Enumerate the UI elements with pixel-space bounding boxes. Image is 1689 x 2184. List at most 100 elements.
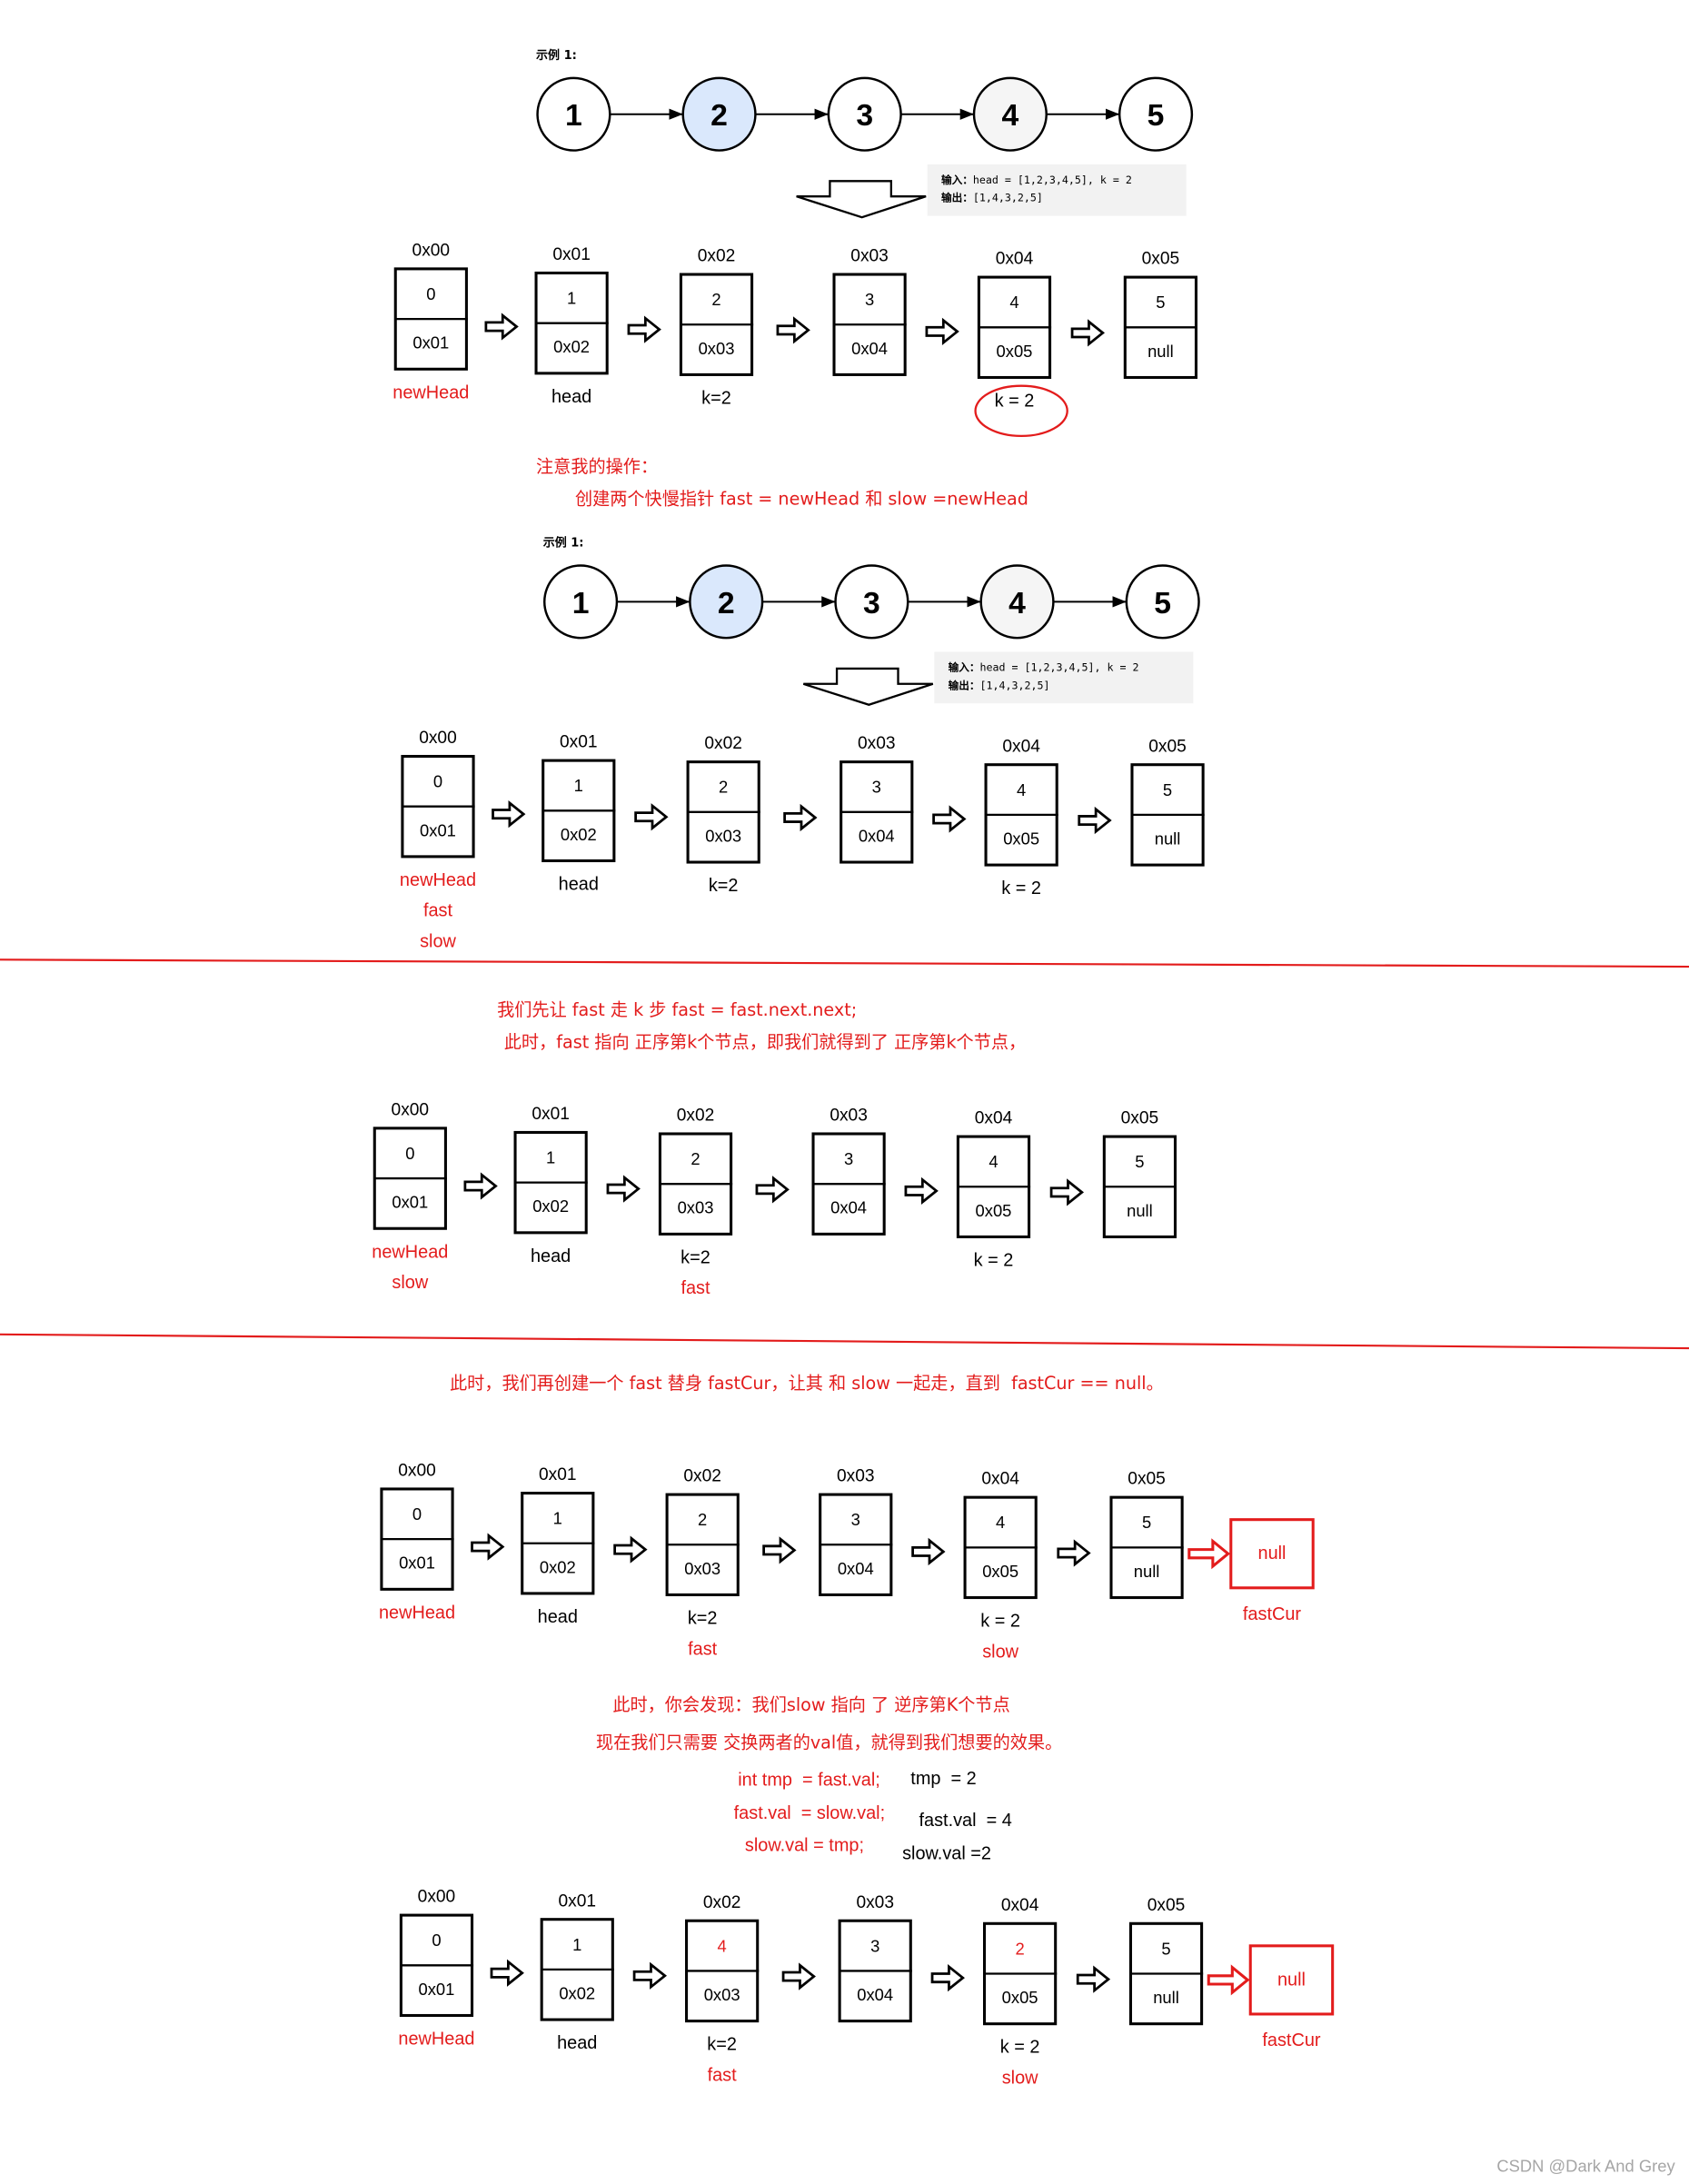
io-output-label: 输出： [941,192,973,204]
circle-node [972,76,1048,152]
node-next: 0x05 [1003,829,1039,848]
next-pointer-arrow-icon [932,805,967,833]
null-box [1229,1518,1315,1590]
node-address: 0x01 [560,733,598,752]
node-next: null [1148,342,1174,361]
node-value: 5 [1142,1513,1151,1532]
node-value: 2 [1015,1939,1024,1958]
down-arrow-icon [802,667,934,706]
pointer-label: k=2 [701,388,731,408]
next-pointer-arrow-icon [1076,1965,1111,1993]
node-address: 0x04 [996,250,1034,269]
next-pointer-arrow-icon [755,1176,790,1204]
node-address: 0x03 [856,1893,894,1912]
next-pointer-arrow-icon [904,1176,939,1205]
circle-node-value: 1 [572,586,590,620]
example-label: 示例 1: [543,535,584,550]
node-next: 0x05 [982,1562,1018,1581]
linked-list-1: 0x0000x01newHead0x0110x02head0x0220x03k=… [392,241,1198,438]
node-next: 0x04 [859,826,895,845]
node-next: 0x02 [540,1557,576,1576]
node-value: 3 [872,778,881,797]
node-value: 1 [567,289,576,308]
circle-node [834,564,909,640]
next-pointer-arrow-icon [911,1537,946,1566]
fastcur-label: fastCur [1243,1604,1302,1624]
node-value: 0 [405,1144,414,1163]
node-value: 3 [844,1149,853,1168]
io-output-line: 输出：[1,4,3,2,5] [949,679,1050,691]
node-next: 0x02 [553,337,590,356]
pointer-label: k = 2 [980,1612,1020,1632]
code-result-tmp: tmp = 2 [910,1769,976,1789]
section-divider [0,958,1689,968]
fastcur-label: fastCur [1262,2030,1321,2050]
next-pointer-arrow-icon [781,1962,816,1990]
node-value: 4 [989,1152,998,1171]
circle-node [681,76,757,152]
next-pointer-arrow-icon [634,803,669,831]
io-output-value: [1,4,3,2,5] [973,192,1043,204]
io-input-value: head = [1,2,3,4,5], k = 2 [980,660,1139,673]
circle-node-value: 2 [710,98,728,133]
pointer-label: newHead [379,1603,455,1623]
node-next: null [1134,1562,1160,1581]
node-value: 2 [691,1149,700,1168]
lists-layer: 0x0000x01newHead0x0110x02head0x0220x03k=… [372,241,1335,2088]
node-address: 0x02 [683,1467,721,1486]
example-label: 示例 1: [536,48,577,63]
null-value: null [1277,1970,1306,1990]
pointer-label: head [551,387,591,407]
node-address: 0x03 [858,734,896,753]
circle-node [1125,564,1200,640]
list-node: 0x03 3 0x04 [840,734,914,864]
node-value: 1 [546,1148,555,1167]
node-value: 5 [1135,1152,1144,1171]
pointer-label: head [538,1607,578,1627]
next-pointer-arrow-icon [471,1533,505,1561]
next-pointer-arrow-icon [463,1172,498,1200]
null-value: null [1258,1544,1287,1564]
watermark: CSDN @Dark And Grey [1496,2157,1675,2176]
next-pointer-arrow-icon [762,1536,797,1564]
node-address: 0x03 [850,247,889,266]
node-value: 1 [553,1509,562,1528]
tail-pointer-arrow-icon [1207,1964,1250,1996]
pointer-label: fast [681,1278,710,1298]
circle-node-value: 4 [1008,586,1026,620]
node-value: 3 [865,290,874,309]
code-line-fast: fast.val = slow.val; [734,1803,885,1823]
node-value: 0 [412,1504,422,1524]
circle-node-value: 5 [1154,586,1171,620]
null-box [1248,1944,1335,2016]
node-value: 1 [572,1935,581,1954]
next-pointer-arrow-icon [627,315,661,343]
node-next: 0x01 [419,1980,455,1999]
pointer-label: fast [423,901,453,921]
linked-list-3: 0x0000x01newHeadslow0x0110x02head0x0220x… [372,1100,1177,1298]
node-value: 4 [996,1513,1005,1532]
node-address: 0x00 [392,1100,430,1119]
node-address: 0x05 [1148,737,1187,756]
next-pointer-arrow-icon [492,799,526,829]
node-address: 0x05 [1148,1896,1186,1915]
node-address: 0x00 [418,1888,456,1907]
pointer-label: newHead [392,382,469,402]
node-address: 0x04 [981,1470,1019,1489]
